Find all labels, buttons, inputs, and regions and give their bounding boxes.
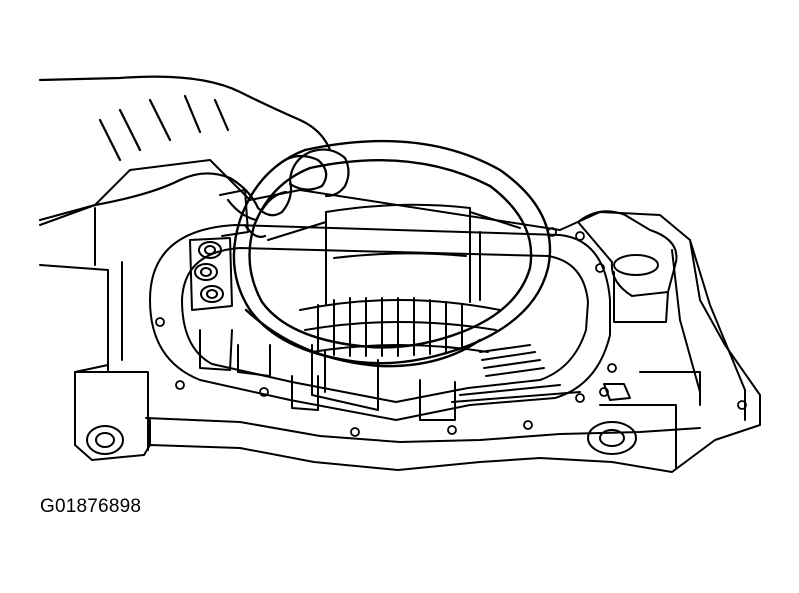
housing-bore	[613, 254, 659, 276]
fitting-bore	[200, 267, 212, 277]
bolt-hole	[447, 425, 457, 435]
fitting	[198, 241, 222, 259]
case-hatching	[451, 344, 581, 403]
gasket-flat-edge	[244, 308, 482, 368]
bolt-hole	[607, 363, 617, 373]
fitting-bore	[204, 245, 216, 255]
case-left-wall	[94, 207, 123, 363]
bolt-hole	[523, 420, 533, 430]
output-shaft	[311, 344, 379, 411]
housing-boss	[577, 210, 678, 297]
palm-and-fingers	[178, 148, 350, 217]
fitting	[194, 263, 218, 281]
case-right-wall	[671, 239, 746, 421]
flange-outer-edge	[149, 224, 611, 421]
bolt-hole	[175, 380, 185, 390]
bolt-hole	[575, 393, 585, 403]
valve-body-openings	[199, 329, 456, 421]
finger-lines	[226, 190, 288, 238]
flange-inner-edge	[181, 247, 589, 403]
bolt-hole	[155, 317, 165, 327]
bolt-hole	[737, 400, 747, 410]
case-left-block	[74, 364, 149, 451]
clutch-drum	[267, 203, 521, 411]
bolt-hole	[259, 387, 269, 397]
housing-shaft	[613, 271, 669, 323]
bolt-holes	[155, 227, 747, 437]
figure-id-label: G01876898	[40, 496, 142, 517]
fitting	[200, 285, 224, 303]
housing-detail	[603, 383, 631, 401]
drum-inner-rim	[267, 211, 521, 301]
mount-boss-hole	[599, 429, 625, 447]
case-lower-flange	[145, 417, 701, 446]
bolt-hole	[350, 427, 360, 437]
mount-boss-hole	[95, 432, 115, 448]
gasket	[232, 139, 552, 368]
case-right-block	[599, 371, 701, 469]
fitting-bracket	[189, 189, 249, 311]
mounting-bosses	[86, 421, 637, 455]
transmission-case	[39, 159, 761, 473]
hand-shading	[98, 94, 230, 162]
left-fittings	[189, 189, 249, 311]
flange-surface	[149, 224, 611, 421]
mount-boss	[587, 421, 637, 455]
gasket-inner-ring	[248, 158, 533, 349]
forearm	[38, 75, 302, 222]
thumb	[276, 118, 332, 191]
bolt-hole	[595, 263, 605, 273]
drum-wall	[325, 203, 471, 306]
gasket-outer-ring	[232, 139, 552, 365]
fitting-bore	[206, 289, 218, 299]
right-housing	[577, 210, 678, 401]
mount-boss	[86, 425, 124, 455]
bolt-hole	[575, 231, 585, 241]
technician-hand	[38, 75, 350, 238]
